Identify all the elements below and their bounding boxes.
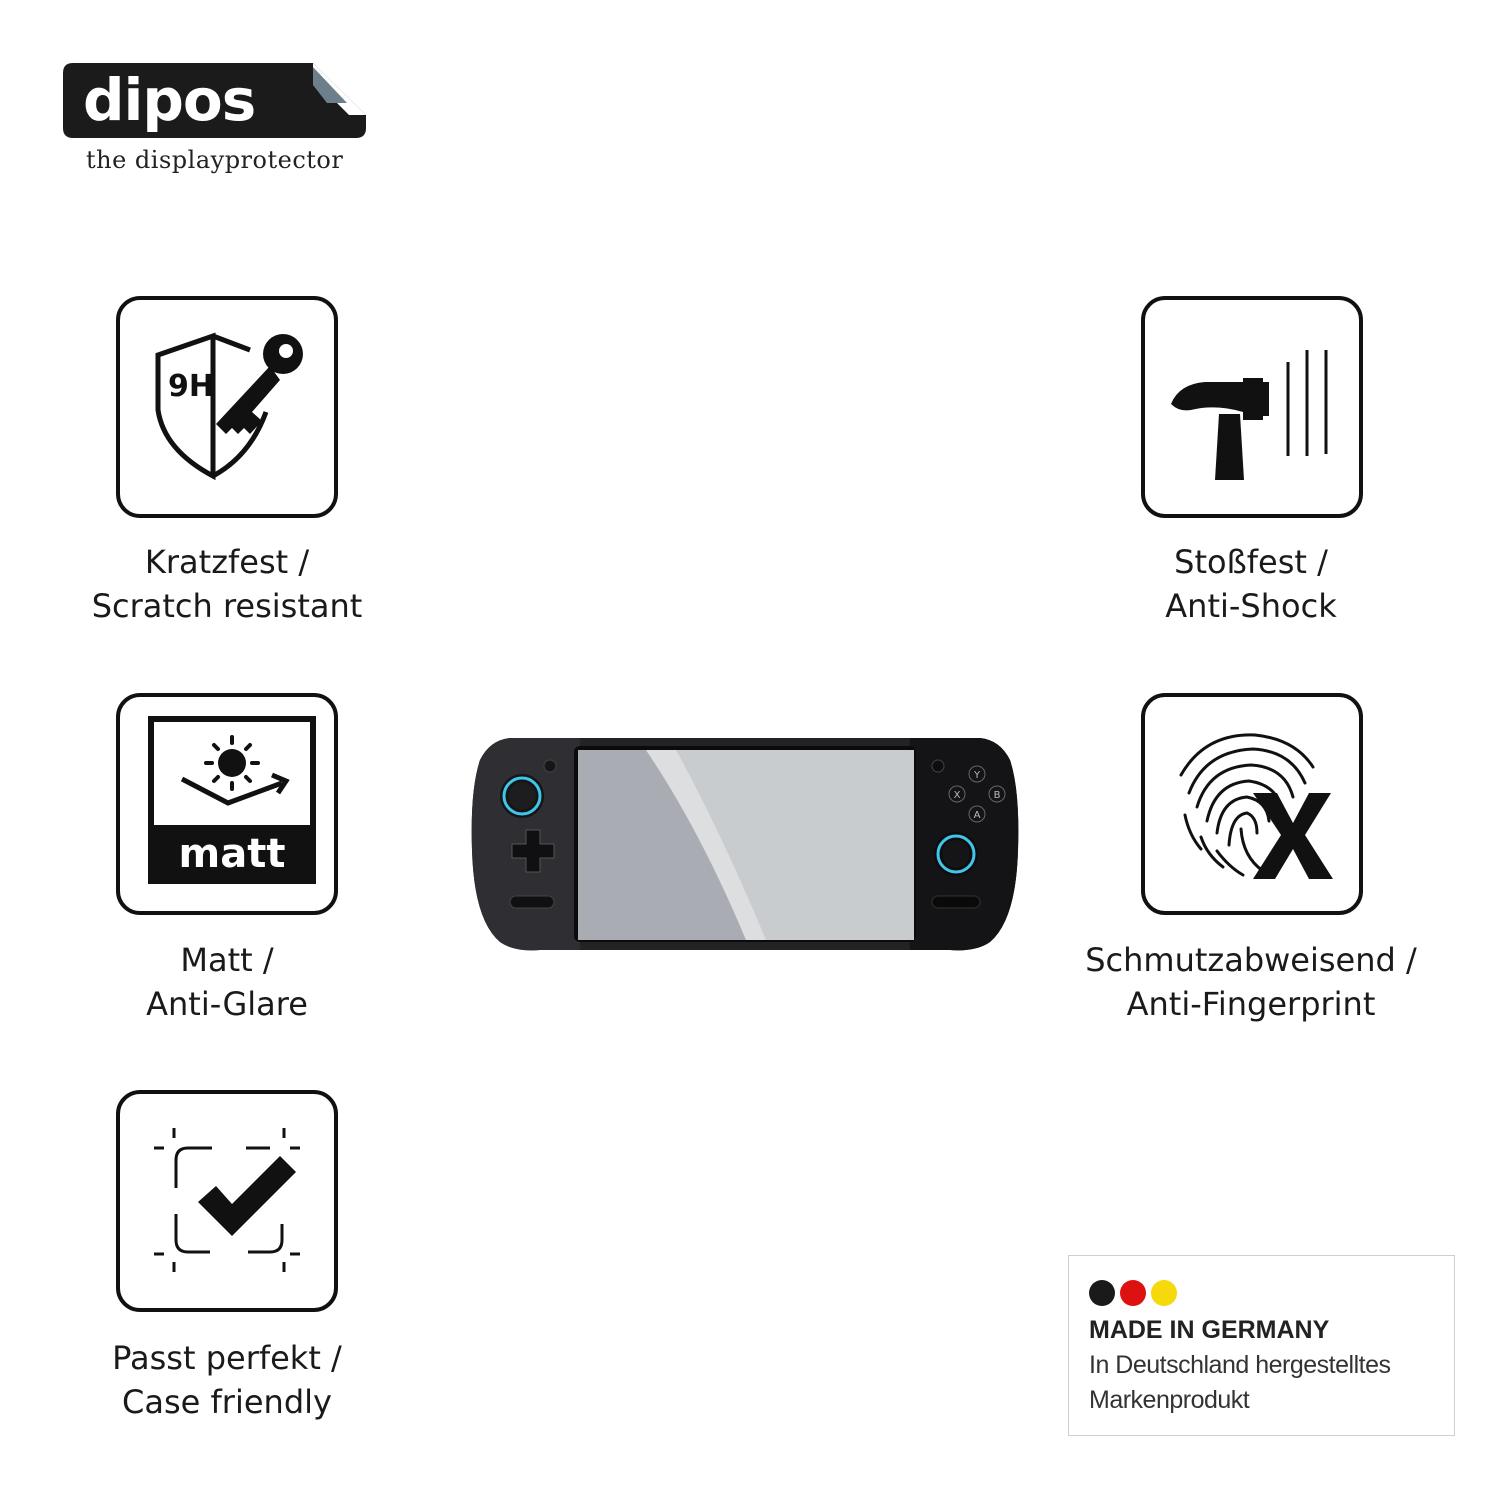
shield-key-9h-icon: 9H: [155, 332, 303, 481]
flag-dot-black: [1089, 1280, 1115, 1306]
feature-label-en: Anti-Shock: [1165, 587, 1337, 625]
hammer-icon: [1171, 350, 1328, 480]
feature-label-case: Passt perfekt / Case friendly: [0, 1336, 457, 1424]
feature-label-en: Anti-Fingerprint: [1126, 985, 1376, 1023]
device-svg: Y X B A: [471, 738, 1019, 951]
scratch-resistant-icon-card: 9H: [116, 296, 338, 518]
feature-label-scratch: Kratzfest / Scratch resistant: [0, 540, 457, 628]
made-in-title: MADE IN GERMANY: [1089, 1316, 1330, 1344]
checkmark-frame-icon: [154, 1128, 300, 1272]
feature-label-shock: Stoßfest / Anti-Shock: [1021, 540, 1481, 628]
feature-label-de: Stoßfest /: [1174, 543, 1328, 581]
logo-badge: [63, 63, 366, 138]
brand-logo: dipos: [63, 63, 366, 138]
feature-label-de: Schmutzabweisend /: [1085, 941, 1417, 979]
brand-tagline: the displayprotector: [86, 146, 344, 174]
matt-icon-card: matt: [116, 693, 338, 915]
sun-matt-icon: matt: [148, 716, 316, 884]
flag-dot-red: [1120, 1280, 1146, 1306]
made-in-line2: Markenprodukt: [1089, 1386, 1250, 1414]
feature-label-de: Passt perfekt /: [112, 1339, 342, 1377]
flag-dot-gold: [1151, 1280, 1177, 1306]
matt-text: matt: [179, 831, 286, 877]
feature-label-en: Anti-Glare: [146, 985, 308, 1023]
anti-fingerprint-icon-card: [1141, 693, 1363, 915]
button-y: Y: [973, 770, 981, 781]
button-x: X: [954, 790, 961, 801]
hardness-9h-text: 9H: [168, 369, 214, 404]
made-in-line1: In Deutschland hergestelltes: [1089, 1351, 1391, 1379]
case-friendly-icon-card: [116, 1090, 338, 1312]
feature-label-fingerprint: Schmutzabweisend / Anti-Fingerprint: [1021, 938, 1481, 1026]
fingerprint-x-icon: [1179, 733, 1333, 879]
button-b: B: [994, 790, 1001, 801]
anti-shock-icon-card: [1141, 296, 1363, 518]
button-a: A: [974, 810, 981, 821]
feature-label-en: Scratch resistant: [91, 587, 363, 625]
made-in-germany-badge: MADE IN GERMANY In Deutschland hergestel…: [1068, 1255, 1455, 1436]
feature-label-de: Kratzfest /: [144, 543, 310, 581]
feature-label-matt: Matt / Anti-Glare: [0, 938, 457, 1026]
feature-label-de: Matt /: [180, 941, 274, 979]
brand-name: dipos: [83, 66, 256, 134]
handheld-console-image: Y X B A: [470, 730, 1020, 959]
feature-label-en: Case friendly: [122, 1383, 332, 1421]
